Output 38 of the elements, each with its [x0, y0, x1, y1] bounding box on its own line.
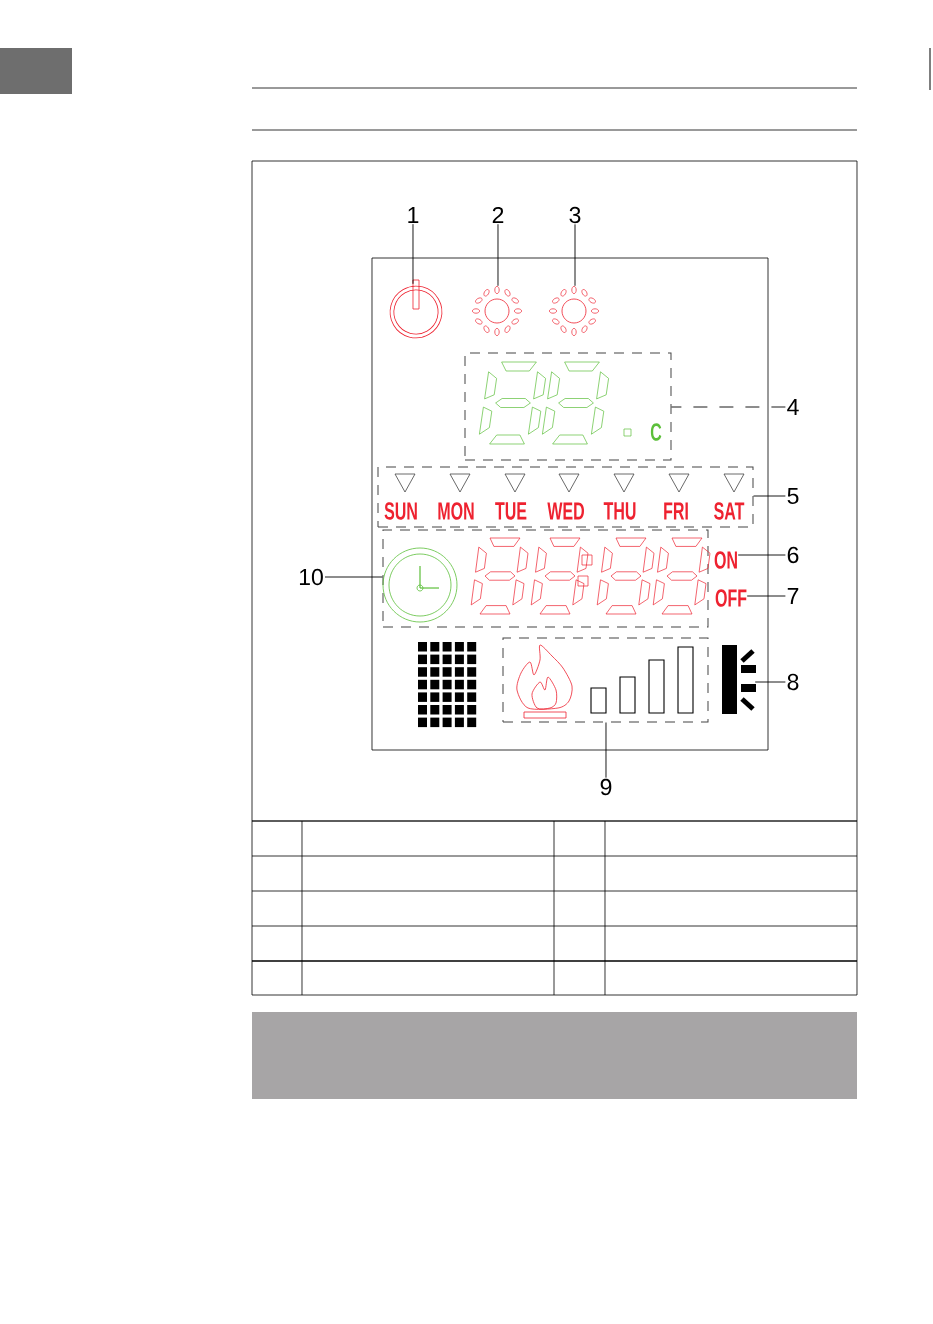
day-label: SUN — [384, 502, 417, 520]
leader-line — [324, 576, 383, 578]
callout-number: 6 — [787, 546, 799, 564]
callout-number: 2 — [492, 207, 504, 224]
dashed-box — [502, 637, 709, 723]
lcd-word: ON — [714, 551, 737, 569]
note-band — [252, 1012, 857, 1099]
leader-line — [737, 554, 786, 556]
day-label: THU — [603, 502, 636, 520]
callout-number: 9 — [600, 778, 612, 796]
sun-icon — [472, 286, 522, 336]
leader-line — [746, 595, 786, 597]
leader-line — [412, 223, 414, 285]
callout-number: 3 — [569, 206, 581, 224]
callout-number: 4 — [787, 399, 799, 415]
sun-icon — [549, 286, 599, 336]
power-icon — [389, 279, 443, 339]
leader-line — [497, 223, 499, 287]
dashed-box — [382, 529, 711, 628]
day-label: SAT — [714, 502, 745, 520]
callout-number: 8 — [787, 673, 799, 691]
leader-line — [753, 495, 786, 497]
leader-line — [605, 722, 607, 779]
callout-number: 5 — [787, 488, 799, 505]
lcd-word: OFF — [715, 589, 747, 607]
day-label: FRI — [664, 502, 688, 520]
callout-number: 10 — [299, 568, 323, 586]
leader-line — [671, 406, 786, 408]
fan-icon — [722, 645, 756, 714]
leader-line — [754, 681, 786, 683]
day-label: MON — [438, 502, 474, 520]
leader-line — [574, 223, 576, 287]
callout-number: 1 — [408, 207, 419, 223]
day-label: WED — [547, 502, 584, 520]
day-row-box — [377, 466, 754, 528]
callout-number: 7 — [787, 588, 799, 604]
temperature-box: C — [464, 352, 672, 461]
day-label: TUE — [495, 502, 527, 520]
